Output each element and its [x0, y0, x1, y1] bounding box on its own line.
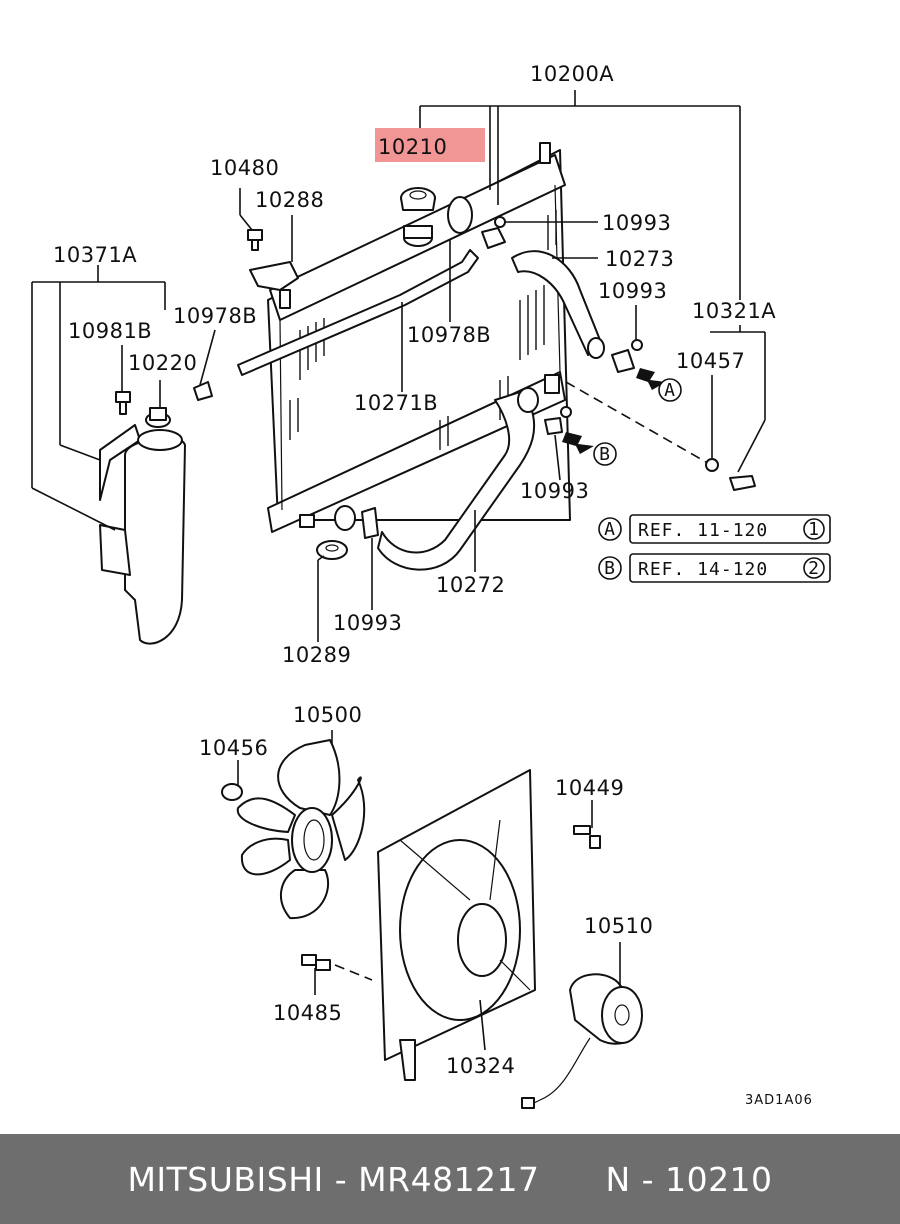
- label-10321a: 10321A: [692, 299, 776, 323]
- label-10220: 10220: [128, 351, 197, 375]
- label-10456: 10456: [199, 736, 268, 760]
- reference-a: A REF. 11-120 1: [598, 514, 831, 544]
- fan-motor: [521, 973, 643, 1109]
- fan-shroud: [377, 769, 536, 1081]
- label-10324: 10324: [446, 1054, 515, 1078]
- label-10449: 10449: [555, 776, 624, 800]
- parts-diagram: 10200A 10210 10480 10288 10993 10273 109…: [31, 62, 831, 1109]
- bushing-10289: [316, 540, 348, 560]
- radiator-cap: [400, 187, 436, 211]
- svg-text:B: B: [604, 558, 616, 579]
- label-10288: 10288: [255, 188, 324, 212]
- label-10993-upper-clamp: 10993: [598, 279, 667, 303]
- label-10457: 10457: [676, 349, 745, 373]
- reserve-tank: [99, 424, 186, 645]
- svg-text:2: 2: [808, 558, 820, 579]
- bolt-10480: [247, 229, 263, 251]
- svg-text:A: A: [664, 380, 676, 401]
- label-10289: 10289: [282, 643, 351, 667]
- label-10272: 10272: [436, 573, 505, 597]
- svg-text:REF. 14-120: REF. 14-120: [638, 559, 768, 580]
- bracket-10288: [249, 261, 299, 291]
- bolt-10485: [301, 954, 331, 971]
- label-10273: 10273: [605, 247, 674, 271]
- hose-clamps: [361, 216, 643, 539]
- bolt-10449: [573, 825, 601, 849]
- label-10480: 10480: [210, 156, 279, 180]
- overflow-tube: [237, 249, 479, 376]
- label-10981b: 10981B: [68, 319, 152, 343]
- highlight-box: [375, 128, 485, 162]
- arrow-to-b: [562, 432, 594, 454]
- reference-b: B REF. 14-120 2: [598, 553, 831, 583]
- label-10485: 10485: [273, 1001, 342, 1025]
- clip-10978b: [193, 381, 213, 401]
- svg-text:B: B: [599, 444, 611, 465]
- tank-cap: [145, 407, 171, 428]
- marker-b: B: [593, 442, 617, 466]
- part-info-footer: MITSUBISHI - MR481217 N - 10210: [0, 1134, 900, 1224]
- part-number: MR481217: [358, 1159, 540, 1199]
- marker-a: A: [658, 378, 682, 402]
- label-10371a: 10371A: [53, 243, 137, 267]
- svg-text:A: A: [604, 519, 616, 540]
- label-10993-lower-clamp: 10993: [520, 479, 589, 503]
- brand-name: MITSUBISHI: [127, 1159, 324, 1199]
- fan-10500: [236, 739, 366, 920]
- diagram-position: N - 10210: [605, 1159, 773, 1199]
- bracket-10321a: [705, 458, 756, 491]
- label-10210: 10210: [378, 135, 447, 159]
- leader-lines: [31, 90, 766, 1051]
- diagram-code: 3AD1A06: [745, 1093, 813, 1108]
- label-10978b-left: 10978B: [173, 304, 257, 328]
- svg-text:1: 1: [808, 519, 820, 540]
- nut-10456: [221, 783, 243, 801]
- label-10271b: 10271B: [354, 391, 438, 415]
- label-10993-upper: 10993: [602, 211, 671, 235]
- label-10993-lower: 10993: [333, 611, 402, 635]
- label-10500: 10500: [293, 703, 362, 727]
- arrow-to-a: [636, 368, 666, 390]
- svg-text:REF. 11-120: REF. 11-120: [638, 520, 768, 541]
- label-10978b-center: 10978B: [407, 323, 491, 347]
- label-10510: 10510: [584, 914, 653, 938]
- label-10200a: 10200A: [530, 62, 614, 86]
- bolt-10981b: [115, 391, 131, 415]
